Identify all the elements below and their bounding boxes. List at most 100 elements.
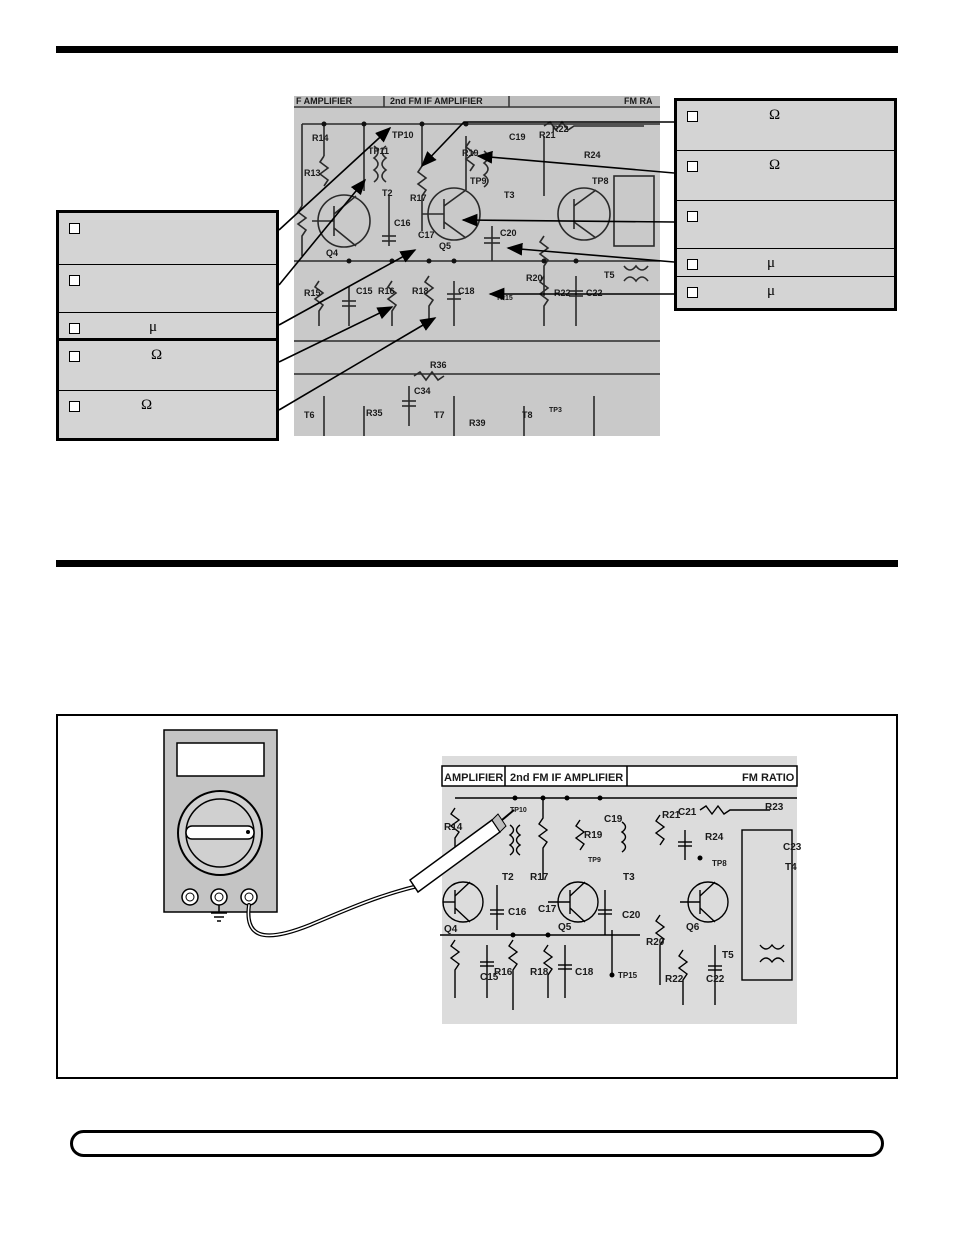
multimeter-drawing: AMPLIFIER 2nd FM IF AMPLIFIER FM RATIO [163, 729, 802, 1024]
bottom-label-q6: Q6 [686, 922, 700, 933]
bottom-label-t5: T5 [722, 950, 734, 961]
top-label-r18: R18 [412, 286, 429, 296]
arrow-left-1 [278, 126, 392, 231]
top-label-c19: C19 [509, 132, 526, 142]
bottom-label-c15: C15 [480, 972, 499, 983]
bottom-label-r16: R16 [494, 967, 513, 978]
ground-symbol [211, 905, 227, 922]
arrow-right-2 [476, 150, 675, 174]
top-section-label-2: 2nd FM IF AMPLIFIER [390, 96, 483, 106]
top-label-tp8: TP8 [592, 176, 609, 186]
arrow-right-1 [420, 121, 674, 168]
bottom-label-r17: R17 [530, 872, 549, 883]
top-label-r15: R15 [304, 288, 321, 298]
top-label-t8: T8 [522, 410, 533, 420]
checkbox[interactable] [687, 259, 698, 270]
footer-bar [70, 1130, 884, 1157]
unit-symbol: Ω [151, 347, 163, 363]
bottom-section-label-3: FM RATIO [742, 772, 795, 784]
bottom-label-r20: R20 [646, 937, 665, 948]
right-callout-row-4: μ [677, 249, 894, 277]
checkbox[interactable] [687, 211, 698, 222]
bottom-label-c16: C16 [508, 907, 527, 918]
top-label-tp15: TP15 [496, 295, 513, 302]
bottom-label-c22: C22 [706, 974, 725, 985]
checkbox[interactable] [687, 287, 698, 298]
top-label-r16: R16 [378, 286, 395, 296]
top-label-r35: R35 [366, 408, 383, 418]
left-callout-row-2 [59, 265, 276, 313]
bottom-label-tp15: TP15 [618, 971, 638, 980]
top-label-r13: R13 [304, 168, 321, 178]
top-label-tp10: TP10 [392, 130, 414, 140]
left-callout-row-1 [59, 213, 276, 265]
unit-symbol: Ω [769, 157, 781, 173]
top-label-t7: T7 [434, 410, 445, 420]
checkbox[interactable] [687, 161, 698, 172]
bottom-label-tp9: TP9 [588, 857, 601, 864]
arrow-left-4 [278, 306, 394, 363]
bottom-label-r21: R21 [662, 810, 681, 821]
arrow-left-5 [278, 317, 437, 411]
bottom-schematic-bg [442, 756, 797, 1024]
bottom-label-q5: Q5 [558, 922, 572, 933]
top-label-r19: R19 [462, 148, 479, 158]
checkbox[interactable] [687, 111, 698, 122]
bottom-label-r24: R24 [705, 832, 724, 843]
top-label-r22-top: R22 [552, 124, 569, 134]
top-label-r39: R39 [469, 418, 486, 428]
bottom-label-c17: C17 [538, 904, 557, 915]
bottom-label-c19: C19 [604, 814, 623, 825]
left-callout-row-3: μ [59, 313, 276, 341]
top-label-tp3: TP3 [549, 407, 562, 414]
bottom-label-r14: R14 [444, 822, 463, 833]
top-schematic-drawing: F AMPLIFIER 2nd FM IF AMPLIFIER FM RA [294, 96, 660, 436]
top-label-r36: R36 [430, 360, 447, 370]
dial-knob[interactable] [185, 825, 255, 840]
jack-3[interactable] [240, 888, 258, 906]
arrow-left-3 [278, 249, 417, 326]
bottom-label-c18: C18 [575, 967, 594, 978]
right-callout-row-3 [677, 201, 894, 249]
unit-symbol: Ω [769, 107, 781, 123]
top-label-c20: C20 [500, 228, 517, 238]
checkbox[interactable] [69, 323, 80, 334]
top-label-tp11: TP11 [368, 146, 389, 156]
bottom-label-q4: Q4 [444, 924, 458, 935]
jack-common[interactable] [210, 888, 228, 906]
bottom-label-t4: T4 [785, 862, 797, 873]
checkbox[interactable] [69, 401, 80, 412]
left-callout-row-4: Ω [59, 341, 276, 391]
right-callout-row-1: Ω [677, 101, 894, 151]
bottom-label-tp8: TP8 [712, 859, 727, 868]
checkbox[interactable] [69, 351, 80, 362]
top-label-t6: T6 [304, 410, 315, 420]
checkbox[interactable] [69, 223, 80, 234]
top-section-label-3: FM RA [624, 96, 653, 106]
bottom-section-label-1: AMPLIFIER [444, 772, 503, 784]
top-label-r22: R22 [554, 288, 571, 298]
unit-symbol: μ [149, 319, 158, 335]
arrow-right-3 [461, 213, 675, 227]
unit-symbol: Ω [141, 397, 153, 413]
top-label-r24: R24 [584, 150, 601, 160]
top-label-r21: R21 [539, 130, 556, 140]
top-label-tp9: TP9 [470, 176, 487, 186]
top-label-q5: Q5 [439, 241, 451, 251]
bottom-label-t2: T2 [502, 872, 514, 883]
bottom-label-r19: R19 [584, 830, 603, 841]
multimeter-display [176, 742, 265, 777]
jack-1[interactable] [181, 888, 199, 906]
bottom-label-c21: C21 [678, 807, 697, 818]
top-label-c22: C22 [586, 288, 603, 298]
top-section-label-1: F AMPLIFIER [296, 96, 353, 106]
right-callout-row-5: μ [677, 277, 894, 308]
bottom-label-r23: R23 [765, 802, 784, 813]
top-label-r17: R17 [410, 193, 427, 203]
middle-rule [56, 560, 898, 567]
right-callout-row-2: Ω [677, 151, 894, 201]
right-callout-box: Ω Ω μ μ [674, 98, 897, 311]
top-label-c34: C34 [414, 386, 431, 396]
bottom-label-r22: R22 [665, 974, 684, 985]
checkbox[interactable] [69, 275, 80, 286]
